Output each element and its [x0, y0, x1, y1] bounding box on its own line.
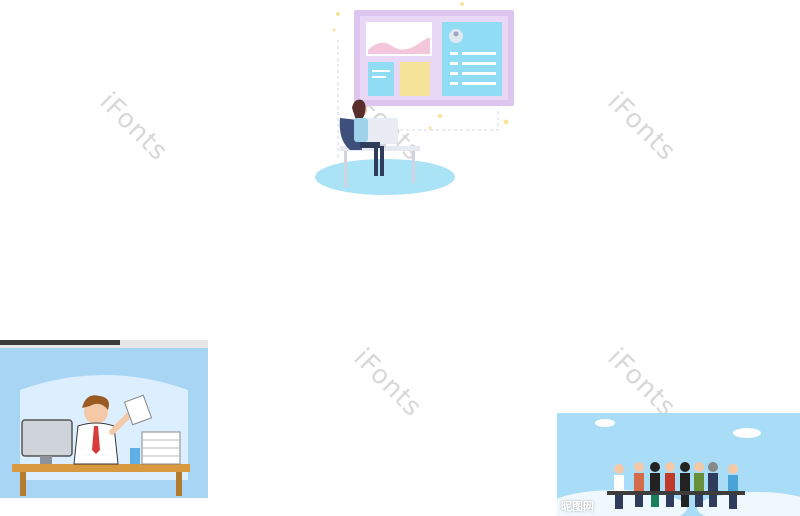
- watermark-text: iFonts: [93, 86, 174, 168]
- team-meeting-graphic: [557, 413, 800, 516]
- team-meeting-illustration: 昵图网: [557, 413, 800, 516]
- office-worker-graphic: [0, 340, 208, 498]
- office-worker-illustration: [0, 340, 208, 498]
- watermark-text: iFonts: [601, 86, 682, 168]
- watermark-text: iFonts: [347, 342, 428, 424]
- watermark-text: iFonts: [601, 342, 682, 424]
- dashboard-worker-graphic: [315, 2, 514, 195]
- stock-site-mark: 昵图网: [561, 500, 594, 513]
- dashboard-worker-illustration: [310, 0, 530, 200]
